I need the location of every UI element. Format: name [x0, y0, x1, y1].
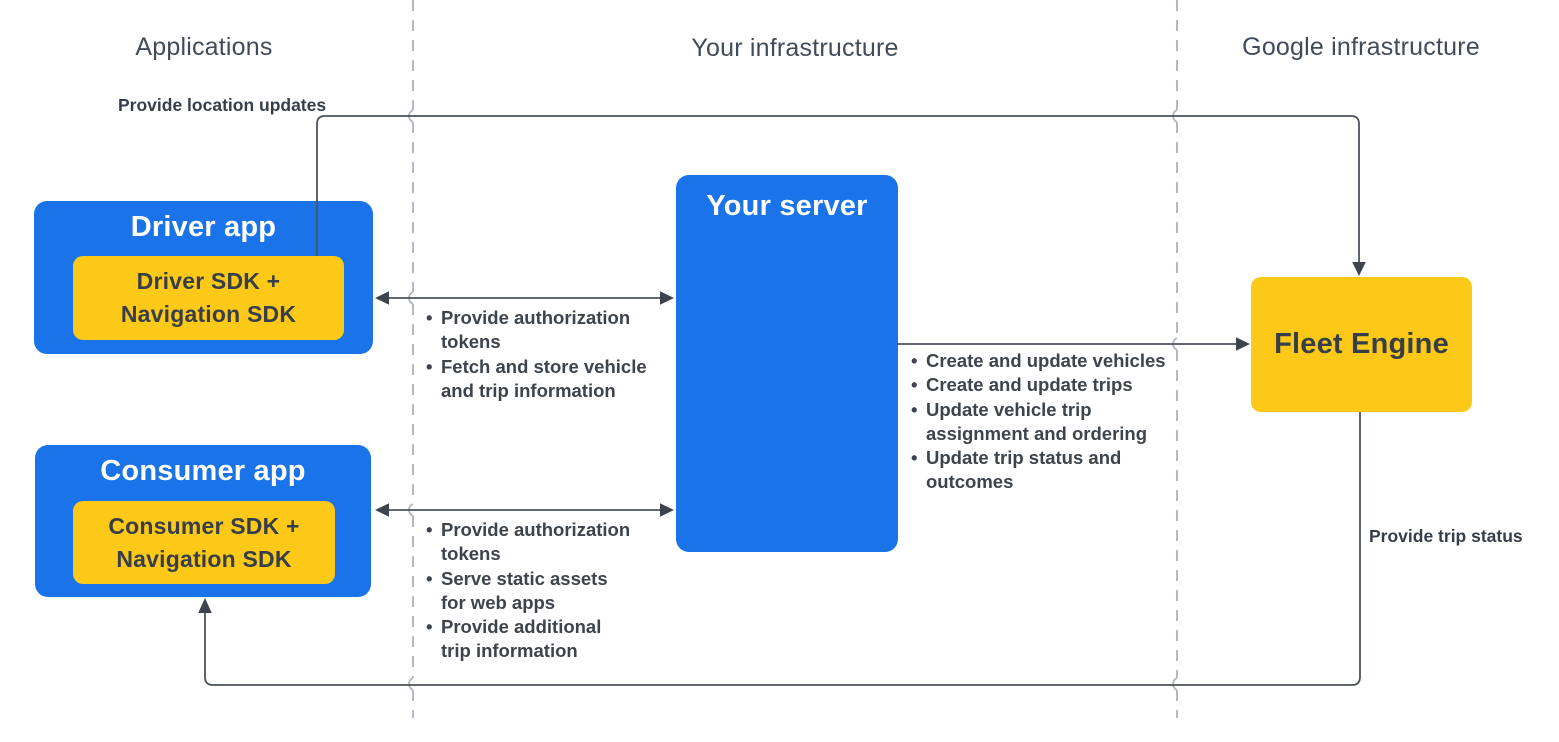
consumer-app-box: Consumer app Consumer SDK + Navigation S…	[35, 445, 371, 597]
your-server-title: Your server	[706, 190, 868, 222]
consumer-sdk-box: Consumer SDK + Navigation SDK	[73, 501, 335, 584]
consumer-app-title: Consumer app	[100, 455, 306, 487]
driver-app-title: Driver app	[130, 211, 277, 243]
driver-app-box: Driver app Driver SDK + Navigation SDK	[34, 201, 373, 354]
your-server-box: Your server	[676, 175, 898, 552]
driver-sdk-box: Driver SDK + Navigation SDK	[73, 256, 344, 340]
fleet-engine-box: Fleet Engine	[1251, 277, 1472, 412]
